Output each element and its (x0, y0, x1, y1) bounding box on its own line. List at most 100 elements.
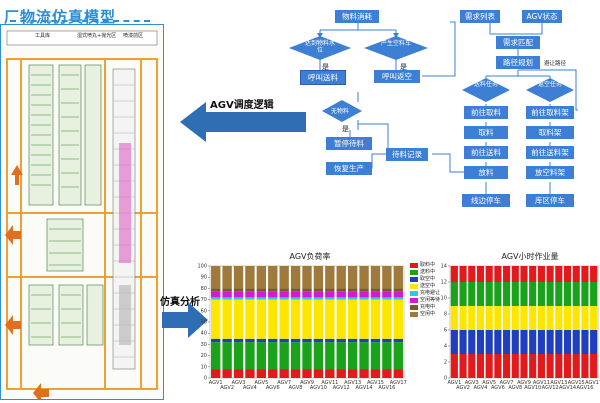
chart2-ytick: 10 (441, 296, 447, 302)
chart2-bar-segment (485, 354, 493, 378)
chart1-legend-item: 取空中 (410, 276, 440, 283)
chart1-bar-segment (211, 369, 221, 378)
layout-label-3: 喷漆前区 (123, 33, 144, 39)
node-pause: 暂停待料 (326, 137, 372, 150)
node-drop-rack: 放空料架 (526, 166, 574, 179)
chart2-bar-segment (546, 330, 554, 354)
chart1-legend-item: 送空中 (410, 283, 440, 290)
chart2-bar-segment (546, 306, 554, 330)
layout-label-1: 工具库 (35, 33, 51, 39)
chart2-bar-segment (468, 266, 476, 282)
chart2-bar-segment (546, 266, 554, 282)
chart2-xtick: AGV15 (568, 380, 585, 386)
chart2-bar-segment (511, 306, 519, 330)
chart2-xtick: AGV16 (576, 385, 593, 391)
chart1-bar-segment (268, 291, 278, 298)
chart2-bar-segment (572, 306, 580, 330)
legend-label: 送料中 (420, 269, 436, 275)
chart2-bar-segment (555, 266, 563, 282)
chart1-legend-item: 空闲等待 (410, 297, 440, 304)
chart2-xtick: AGV1 (447, 380, 461, 386)
chart2-bar-segment (590, 306, 598, 330)
chart2-bar-segment (520, 266, 528, 282)
chart2-xtick: AGV11 (533, 380, 550, 386)
chart2-bar-segment (511, 266, 519, 282)
edge-yes-3: 是 (342, 125, 349, 133)
node-park-line: 线边停车 (462, 194, 510, 207)
chart1-bar-segment (325, 291, 335, 298)
chart1-bar-segment (279, 369, 289, 378)
chart2-bar-segment (537, 330, 545, 354)
chart1-bar-segment (313, 299, 324, 339)
chart1-ytick: 20 (201, 353, 207, 359)
chart1-xtick: AGV14 (356, 385, 373, 391)
chart1-bar-segment (336, 297, 346, 300)
chart2-xtick: AGV10 (524, 385, 541, 391)
chart2-bar-segment (450, 266, 458, 282)
chart1-bar-segment (279, 291, 289, 298)
chart2-bar-segment (572, 282, 580, 306)
chart2-bar-segment (537, 354, 545, 378)
chart2-bar-segment (563, 354, 572, 378)
chart1-bar-segment (233, 266, 244, 289)
chart1-bar-segment (222, 338, 232, 343)
chart2-bar-segment (572, 354, 580, 378)
chart2-title: AGV小时作业量 (501, 252, 559, 261)
chart1-bar-segment (211, 338, 221, 343)
chart1-bar-segment (222, 369, 232, 378)
node-pick-rack: 取料架 (526, 126, 574, 139)
factory-layout-panel: 工具库 湿式喷丸+抛光区 喷漆前区 (0, 24, 164, 403)
chart2-bar-segment (503, 282, 511, 306)
chart2-xtick: AGV12 (542, 385, 559, 391)
chart2-bar-segment (503, 330, 511, 354)
chart1-bar-segment (325, 369, 335, 378)
chart2-bar-segment (494, 266, 502, 282)
chart1-bar-segment (256, 338, 267, 343)
chart1-xtick: AGV1 (209, 380, 223, 386)
chart1-bar-segment (313, 338, 324, 343)
chart1-legend-item: 送料中 (410, 269, 440, 276)
chart2-bar-segment (485, 282, 493, 306)
chart2-bar-segment (537, 266, 545, 282)
legend-swatch (410, 270, 418, 275)
node-goto-pick-rack: 前往取料架 (526, 106, 574, 119)
node-deliver-task: 送料任务 (474, 81, 499, 88)
chart1-bar-segment (302, 297, 312, 300)
chart1-ytick: 80 (201, 286, 207, 292)
chart2-ytick: 4 (444, 344, 447, 350)
chart1-bar-segment (370, 369, 381, 378)
chart2-bar-segment (494, 306, 502, 330)
chart2-bar-segment (459, 306, 467, 330)
logic-arrow-label: AGV调度逻辑 (210, 100, 274, 111)
chart1-bar-segment (279, 288, 289, 292)
chart1-bar-segment (302, 369, 312, 378)
chart1-bar-segment (211, 299, 221, 339)
chart2-bar-segment (529, 354, 537, 378)
chart2-bar-segment (459, 330, 467, 354)
chart2-xtick: AGV8 (508, 385, 522, 391)
chart1-bar-segment (359, 369, 369, 378)
chart1-bar-segment (347, 297, 358, 300)
chart2-bar-segment (529, 330, 537, 354)
chart1-bar-segment (302, 342, 312, 370)
chart1-bar-segment (370, 299, 381, 339)
chart1-bar-segment (290, 338, 301, 343)
chart2-xtick: AGV13 (550, 380, 567, 386)
chart1-bar-segment (245, 342, 255, 370)
chart1-bar-segment (347, 338, 358, 343)
chart2-bar-segment (555, 330, 563, 354)
chart1-bar-segment (290, 369, 301, 378)
chart1-bar-segment (290, 291, 301, 298)
chart1-ytick: 10 (201, 364, 207, 370)
node-q-produce: 产生空料车 (380, 40, 411, 47)
chart2-bar-segment (468, 306, 476, 330)
chart1-bar-segment (279, 299, 289, 339)
chart1-bar-segment (393, 338, 403, 343)
chart1-bar-segment (325, 338, 335, 343)
node-call-return: 呼叫返空 (374, 70, 420, 83)
chart1-bar-segment (233, 369, 244, 378)
chart2-bar-segment (572, 266, 580, 282)
chart1-bar-segment (347, 342, 358, 370)
chart1-bar-segment (370, 338, 381, 343)
chart1-bar-segment (336, 291, 346, 298)
